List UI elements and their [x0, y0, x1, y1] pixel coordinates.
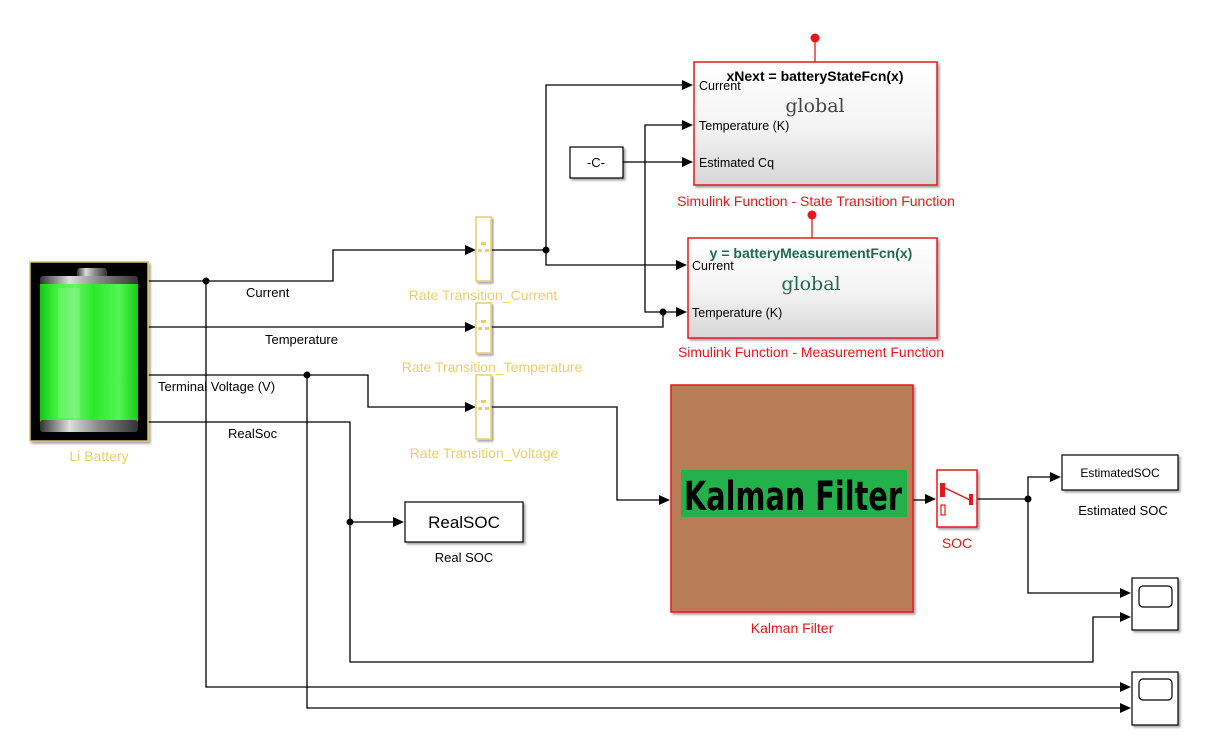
junction-dot [659, 308, 667, 316]
state-function-label: Simulink Function - State Transition Fun… [677, 193, 955, 209]
rate-transition-voltage-label: Rate Transition_Voltage [410, 445, 559, 461]
wire-realsoc[interactable] [148, 421, 1122, 663]
state-function-title: xNext = batteryStateFcn(x) [726, 68, 903, 84]
state-transition-function-block[interactable] [693, 61, 938, 186]
measurement-function-label: Simulink Function - Measurement Function [678, 344, 944, 360]
battery-icon [40, 268, 138, 432]
scope-1-block[interactable] [1131, 577, 1179, 631]
wire-current[interactable] [148, 249, 470, 282]
real-soc-value: RealSOC [428, 513, 500, 532]
wire-current-to-measure-fcn[interactable] [545, 250, 680, 266]
wire-rt-voltage-out[interactable] [491, 406, 663, 501]
wire-label-current: Current [246, 285, 290, 300]
wire-soc-to-estimated[interactable] [1027, 476, 1054, 499]
kalman-filter-block[interactable] [670, 384, 914, 613]
li-battery-label: Li Battery [69, 448, 128, 464]
real-soc-label: Real SOC [435, 550, 494, 565]
rate-transition-temperature-block[interactable] [475, 302, 492, 354]
scope-icon [1138, 585, 1173, 608]
kalman-filter-label: Kalman Filter [751, 620, 834, 636]
trigger-port-icon [810, 33, 820, 43]
junction-dot [346, 518, 354, 526]
measurement-function-scope: global [781, 273, 840, 295]
junction-dot [202, 277, 210, 285]
constant-value: -C- [587, 155, 605, 170]
estimated-soc-display-block[interactable] [1061, 454, 1179, 491]
soc-switch-block[interactable] [936, 469, 978, 528]
manual-switch-icon [940, 483, 973, 516]
rate-transition-temperature-label: Rate Transition_Temperature [402, 359, 583, 375]
arrow-icon [1120, 612, 1131, 622]
measure-port-current: Current [692, 259, 734, 273]
scope-2-block[interactable] [1131, 671, 1179, 726]
junction-dot [542, 246, 550, 254]
rate-transition-icon [478, 242, 489, 252]
wire-current-to-scope2[interactable] [205, 281, 1122, 688]
arrow-icon [676, 260, 687, 270]
wire-voltage[interactable] [148, 374, 470, 408]
state-port-temperature: Temperature (K) [699, 119, 789, 133]
arrow-icon [682, 120, 693, 130]
scope-icon [1138, 678, 1173, 701]
wire-soc-to-scope1[interactable] [1027, 499, 1122, 594]
arrow-icon [1120, 588, 1131, 598]
wires [148, 80, 1131, 713]
kalman-mask-bg [681, 470, 907, 517]
arrow-icon [659, 495, 670, 505]
state-function-scope: global [785, 95, 844, 117]
rate-transition-current-block[interactable] [475, 216, 492, 282]
rate-transition-icon [478, 320, 489, 330]
rate-transition-current-label: Rate Transition_Current [409, 287, 558, 303]
wire-label-voltage: Terminal Voltage (V) [158, 379, 275, 394]
arrow-icon [465, 245, 476, 255]
junction-dot [303, 371, 311, 379]
rate-transition-voltage-block[interactable] [475, 374, 492, 440]
wire-label-temperature: Temperature [265, 332, 338, 347]
wire-voltage-to-scope2[interactable] [306, 375, 1122, 709]
state-port-current: Current [699, 79, 741, 93]
arrow-icon [465, 322, 476, 332]
arrow-icon [682, 80, 693, 90]
rate-transition-icon [478, 400, 489, 410]
arrow-icon [925, 494, 936, 504]
arrow-icon [1120, 682, 1131, 692]
real-soc-display-block[interactable] [404, 501, 524, 543]
li-battery-block[interactable] [29, 261, 149, 442]
soc-switch-label: SOC [942, 535, 972, 551]
trigger-port-icon [807, 210, 817, 220]
arrow-icon [682, 157, 693, 167]
constant-block[interactable] [569, 146, 624, 179]
estimated-soc-value: EstimatedSOC [1080, 466, 1160, 480]
arrow-icon [393, 517, 404, 527]
arrow-icon [465, 402, 476, 412]
measure-port-temperature: Temperature (K) [692, 306, 782, 320]
arrow-icon [1120, 703, 1131, 713]
wire-temperature-to-state-fcn[interactable] [644, 124, 686, 313]
wire-current-to-state-fcn[interactable] [545, 84, 686, 250]
arrow-icon [1050, 472, 1061, 482]
kalman-mask-text: Kalman Filter [684, 474, 902, 520]
measurement-function-block[interactable] [687, 237, 938, 339]
arrow-icon [676, 307, 687, 317]
state-port-estimated-cq: Estimated Cq [699, 156, 774, 170]
junction-dot [1024, 495, 1032, 503]
measurement-function-title: y = batteryMeasurementFcn(x) [710, 245, 913, 261]
estimated-soc-label: Estimated SOC [1078, 503, 1168, 518]
wire-label-realsoc: RealSoc [228, 426, 278, 441]
wire-rt-temperature-out[interactable] [491, 311, 680, 328]
